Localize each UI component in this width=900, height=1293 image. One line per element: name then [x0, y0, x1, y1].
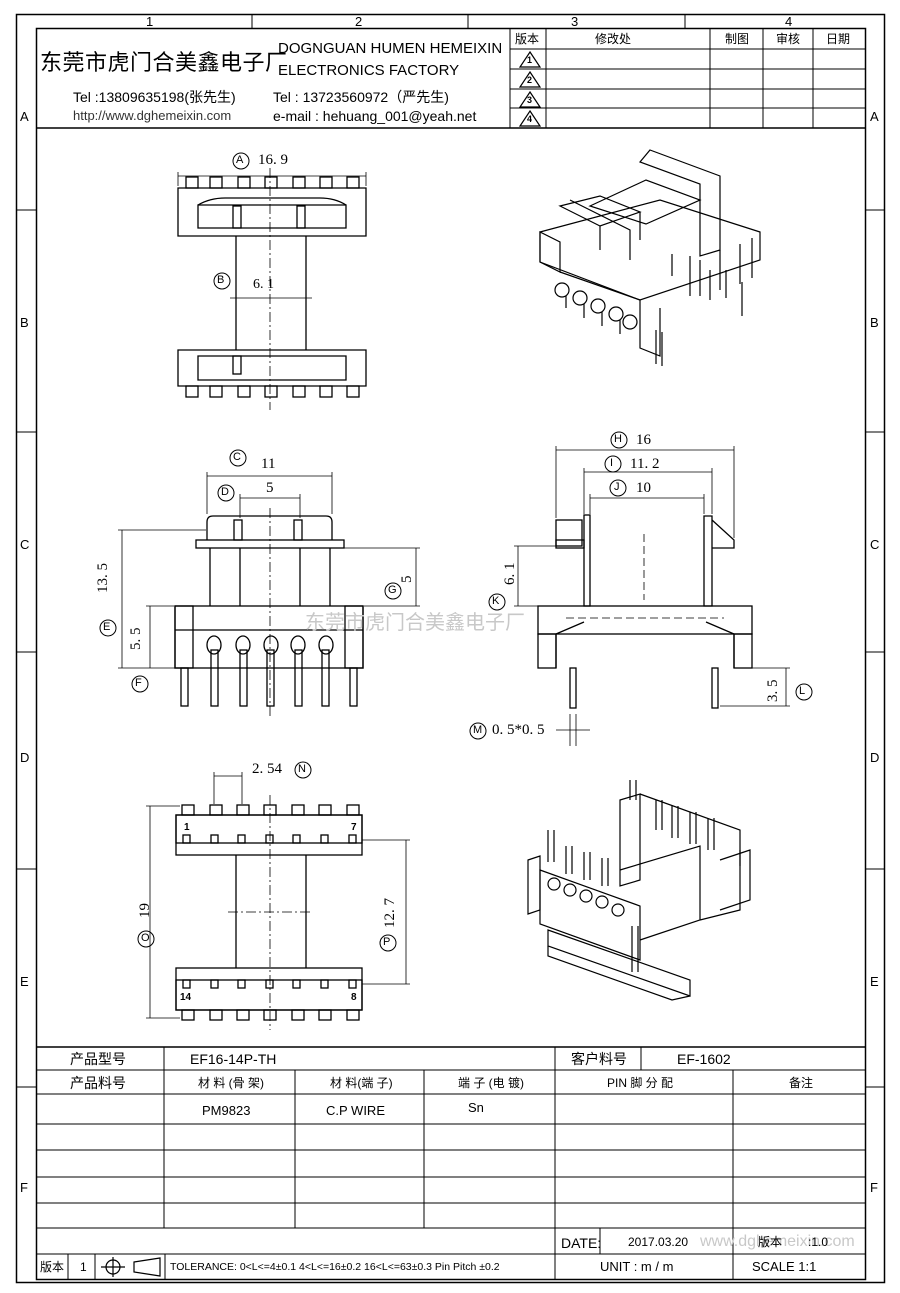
- dim-tag-k: K: [492, 595, 500, 607]
- company-name-cn: 东莞市虎门合美鑫电子厂: [40, 50, 288, 75]
- dim-value-m: 0. 5*0. 5: [492, 722, 545, 738]
- grid-row-a-left: A: [20, 109, 29, 124]
- label-pin-plating: 端 子 (电 镀): [458, 1076, 524, 1090]
- dim-tag-a: A: [236, 154, 244, 166]
- value-version: 1: [80, 1260, 87, 1274]
- rev-triangle-4: [518, 110, 542, 127]
- rev-header-drawn: 制图: [725, 32, 750, 46]
- rev-header-version: 版本: [515, 32, 540, 46]
- value-material-pin: C.P WIRE: [326, 1103, 385, 1118]
- dim-value-c: 11: [261, 456, 276, 472]
- grid-col-1: 1: [146, 14, 154, 29]
- grid-row-d-right: D: [870, 750, 880, 765]
- rev-number-3: 3: [527, 95, 533, 105]
- grid-row-b-right: B: [870, 315, 879, 330]
- grid-row-c-left: C: [20, 537, 30, 552]
- rev-triangle-1: [518, 51, 542, 68]
- grid-row-a-right: A: [870, 109, 879, 124]
- tel-secondary: Tel : 13723560972（严先生): [273, 89, 449, 105]
- dim-value-d: 5: [266, 480, 274, 496]
- dim-tag-l: L: [799, 685, 806, 697]
- rev-header-checked: 审核: [776, 32, 801, 46]
- dim-tag-n: N: [298, 763, 306, 775]
- company-name-en-1: DOGNGUAN HUMEN HEMEIXIN: [278, 40, 503, 57]
- dim-tag-p: P: [383, 936, 391, 948]
- grid-col-2: 2: [355, 14, 363, 29]
- dim-tag-g: G: [388, 584, 397, 596]
- dim-tag-c: C: [233, 451, 241, 463]
- dim-value-i: 11. 2: [630, 456, 660, 472]
- dim-tag-h: H: [614, 433, 622, 445]
- dim-tag-e: E: [103, 621, 111, 633]
- dim-value-p: 12. 7: [382, 898, 398, 928]
- rev-number-4: 4: [527, 114, 533, 124]
- label-version-right: 版本: [758, 1235, 783, 1249]
- rev-triangle-3: [518, 91, 542, 108]
- dim-tag-b: B: [217, 274, 225, 286]
- pin-label-14: 14: [180, 992, 192, 1003]
- rev-triangle-2: [518, 71, 542, 88]
- dim-value-o: 19: [137, 903, 153, 918]
- label-remark: 备注: [789, 1076, 814, 1090]
- watermark: 东莞市虎门合美鑫电子厂: [305, 612, 525, 634]
- company-name-en-2: ELECTRONICS FACTORY: [278, 62, 460, 79]
- value-pin-plating: Sn: [468, 1100, 484, 1115]
- pin-label-7: 7: [351, 822, 357, 833]
- grid-row-e-left: E: [20, 974, 29, 989]
- grid-row-e-right: E: [870, 974, 879, 989]
- pin-label-8: 8: [351, 992, 357, 1003]
- tel-primary: Tel :13809635198(张先生): [73, 89, 236, 105]
- value-customer-part: EF-1602: [677, 1051, 731, 1067]
- dim-tag-m: M: [473, 724, 483, 736]
- dim-value-k: 6. 1: [502, 562, 518, 586]
- dim-value-b: 6. 1: [253, 277, 274, 292]
- grid-row-c-right: C: [870, 537, 880, 552]
- label-date: DATE:: [561, 1235, 602, 1251]
- label-product-model: 产品型号: [70, 1051, 126, 1067]
- dim-value-a: 16. 9: [258, 152, 288, 168]
- dim-value-e2: 5. 5: [128, 627, 144, 651]
- tolerance-note: TOLERANCE: 0<L<=4±0.1 4<L<=16±0.2 16<L<=…: [170, 1261, 500, 1273]
- dim-tag-i: I: [610, 457, 614, 469]
- dim-tag-f: F: [135, 677, 142, 689]
- unit-note: UNIT : m / m: [600, 1259, 674, 1274]
- dim-value-j: 10: [636, 480, 651, 496]
- label-version: 版本: [40, 1260, 65, 1274]
- value-version-right: :1.0: [808, 1235, 829, 1249]
- value-date: 2017.03.20: [628, 1235, 689, 1249]
- dim-value-n: 2. 54: [252, 761, 282, 777]
- rev-header-date: 日期: [826, 32, 851, 46]
- dim-value-h: 16: [636, 432, 651, 448]
- grid-row-d-left: D: [20, 750, 30, 765]
- website-link[interactable]: http://www.dghemeixin.com: [73, 108, 232, 123]
- watermark-url: www.dghemeixin.com: [700, 1233, 855, 1250]
- grid-col-4: 4: [785, 14, 793, 29]
- grid-row-f-right: F: [870, 1180, 878, 1195]
- value-material-bobbin: PM9823: [202, 1103, 251, 1118]
- label-material-pin: 材 料(端 子): [330, 1076, 393, 1090]
- rev-header-change: 修改处: [595, 32, 632, 46]
- scale-note: SCALE 1:1: [752, 1259, 817, 1274]
- label-pin-assignment: PIN 脚 分 配: [607, 1076, 674, 1090]
- dim-tag-o: O: [141, 932, 150, 944]
- label-material-bobbin: 材 料 (骨 架): [198, 1076, 264, 1090]
- grid-row-f-left: F: [20, 1180, 28, 1195]
- value-product-model: EF16-14P-TH: [190, 1051, 277, 1067]
- grid-col-3: 3: [571, 14, 579, 29]
- rev-number-2: 2: [527, 75, 533, 85]
- label-customer-part: 客户料号: [571, 1051, 627, 1067]
- pin-label-1: 1: [184, 822, 190, 833]
- dim-value-e: 13. 5: [95, 563, 111, 593]
- dim-tag-d: D: [221, 486, 229, 498]
- rev-number-1: 1: [527, 55, 533, 65]
- email-address[interactable]: e-mail : hehuang_001@yeah.net: [273, 108, 477, 124]
- grid-row-b-left: B: [20, 315, 29, 330]
- label-product-part: 产品料号: [70, 1075, 126, 1091]
- dim-tag-j: J: [614, 481, 620, 493]
- dim-value-l: 3. 5: [765, 679, 781, 703]
- dim-value-g: 5: [399, 575, 415, 584]
